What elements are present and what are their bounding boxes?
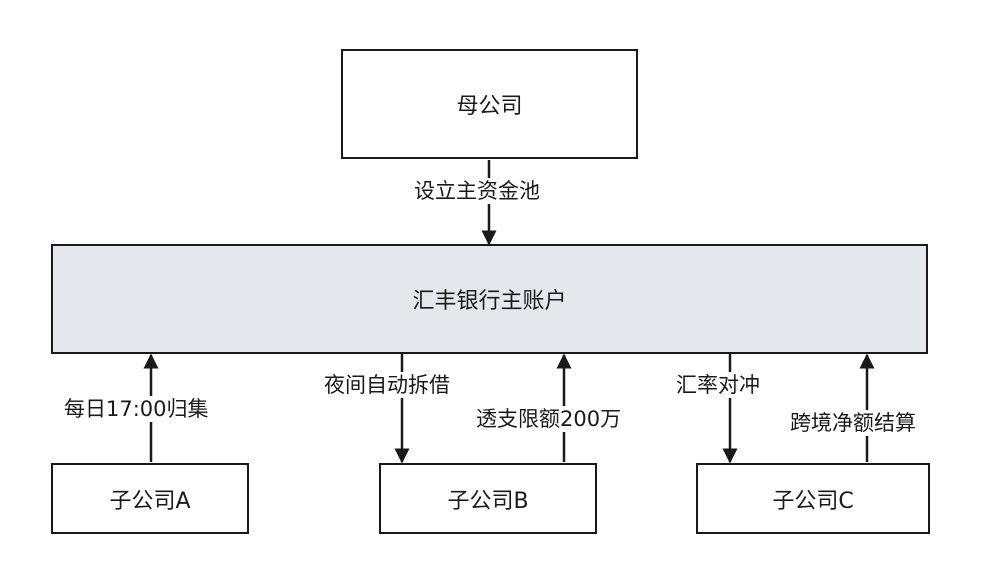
subsidiary-b-node: 子公司B <box>379 463 597 534</box>
main-account-node: 汇丰银行主账户 <box>51 244 928 354</box>
edge-label-b-to-main: 透支限额200万 <box>474 406 624 432</box>
edge-label-main-to-c: 汇率对冲 <box>674 372 762 398</box>
subsidiary-c-node: 子公司C <box>696 463 930 534</box>
subsidiary-a-label: 子公司A <box>109 488 191 514</box>
edge-label-main-to-b: 夜间自动拆借 <box>322 372 452 398</box>
parent-company-node: 母公司 <box>341 49 638 159</box>
edge-label-a-to-main: 每日17:00归集 <box>62 396 211 422</box>
parent-company-label: 母公司 <box>456 94 523 119</box>
edge-label-parent-to-main: 设立主资金池 <box>412 178 542 204</box>
subsidiary-b-label: 子公司B <box>447 488 529 514</box>
edge-label-c-to-main: 跨境净额结算 <box>788 410 918 436</box>
main-account-label: 汇丰银行主账户 <box>412 289 567 314</box>
subsidiary-c-label: 子公司C <box>772 488 854 514</box>
subsidiary-a-node: 子公司A <box>51 463 249 534</box>
